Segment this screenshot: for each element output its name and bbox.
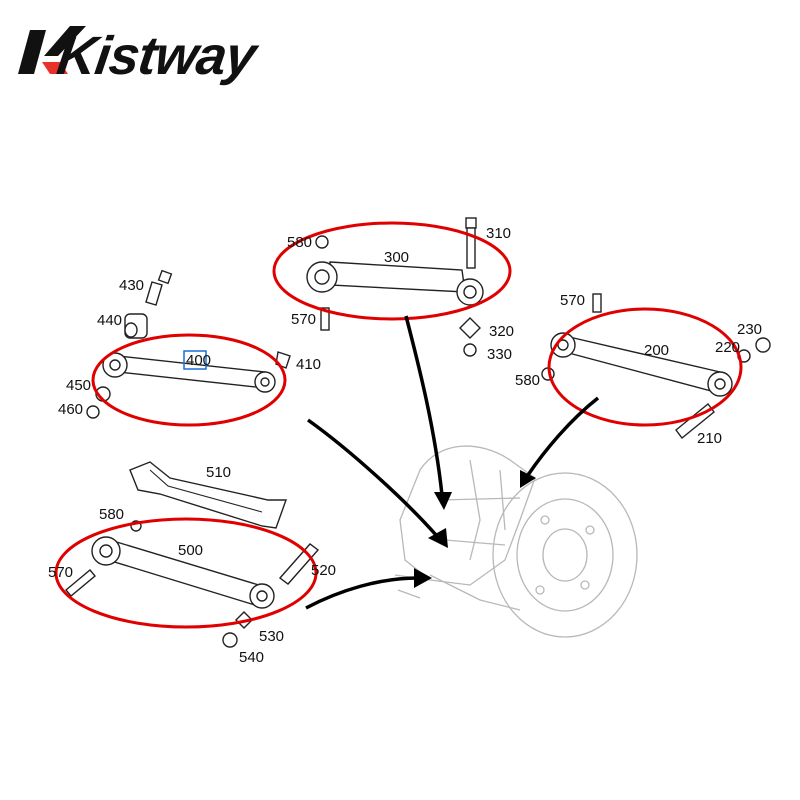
part-label-520: 520 [311,562,336,579]
bushing-440 [124,313,148,339]
part-label-570-lower: 570 [48,564,73,581]
control-arm-300 [306,261,484,306]
arrow-300-to-hub [404,315,452,510]
part-label-230: 230 [737,321,762,338]
bracket-510 [129,461,287,529]
highlight-ring-200 [547,307,743,427]
part-label-330: 330 [487,346,512,363]
logo-k-mark [18,26,86,74]
highlight-ring-300 [272,221,512,321]
part-label-300: 300 [384,249,409,266]
part-label-410: 410 [296,356,321,373]
part-400-group [86,269,291,419]
hub-assembly-ghost [394,445,638,638]
part-label-320: 320 [489,323,514,340]
part-label-580-lower: 580 [99,506,124,523]
washer-320 [459,317,481,339]
control-arm-400 [102,352,276,393]
bolt-430 [145,269,173,306]
bolt-570-lower [65,569,96,597]
part-300-group [306,217,484,357]
nut-580-top [315,235,329,249]
nut-330 [463,343,477,357]
part-label-510: 510 [206,464,231,481]
part-label-400: 400 [186,352,211,369]
part-label-440: 440 [97,312,122,329]
part-label-310: 310 [486,225,511,242]
part-label-220: 220 [715,339,740,356]
part-label-210: 210 [697,430,722,447]
highlight-ring-400 [91,333,287,427]
control-arm-200 [550,332,733,397]
bolt-570-right [592,293,602,313]
part-label-450: 450 [66,377,91,394]
part-label-580-top: 580 [287,234,312,251]
highlight-ring-500 [54,517,318,629]
control-arm-500 [91,536,275,609]
part-label-200: 200 [644,342,669,359]
arrow-400-to-hub [306,418,448,548]
nut-540 [222,632,238,648]
part-200-group [541,293,771,440]
nut-230 [755,337,771,353]
part-label-430: 430 [119,277,144,294]
part-label-570-right: 570 [560,292,585,309]
part-label-570-top: 570 [291,311,316,328]
arrow-200-to-hub [520,396,600,488]
part-label-460: 460 [58,401,83,418]
part-label-500: 500 [178,542,203,559]
brand-logo: Kistway [18,26,263,86]
selection-box-400 [183,350,207,370]
part-label-580-right: 580 [515,372,540,389]
arrow-500-to-hub [305,568,432,610]
part-label-530: 530 [259,628,284,645]
logo-wordmark: Kistway [54,26,263,86]
bolt-570-top [320,307,330,331]
bolt-310 [465,217,477,269]
nut-460 [86,405,100,419]
part-label-540: 540 [239,649,264,666]
